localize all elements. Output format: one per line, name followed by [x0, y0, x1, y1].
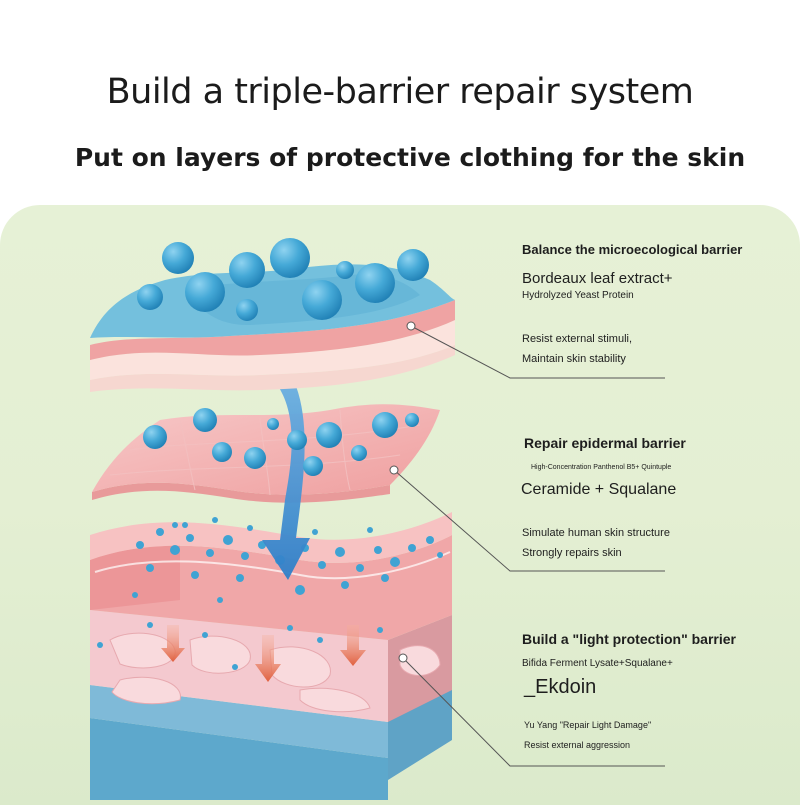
epidermal-bubbles: [143, 408, 419, 476]
barrier-1-desc-1: Resist external stimuli,: [522, 333, 633, 345]
skin-block-layer: [90, 512, 452, 800]
penetration-arrows: [161, 625, 366, 682]
microecological-layer: [90, 264, 455, 392]
barrier-2-ingredient: Ceramide + Squalane: [521, 481, 677, 498]
barrier-2-desc-2: Strongly repairs skin: [522, 547, 622, 559]
page-subtitle: Put on layers of protective clothing for…: [74, 143, 746, 172]
barrier-1-desc-2: Maintain skin stability: [522, 353, 626, 365]
barrier-2-desc-1: Simulate human skin structure: [522, 527, 670, 539]
barrier-2-ingredient-sub: High-Concentration Panthenol B5+ Quintup…: [531, 464, 672, 471]
callout-dots: [389, 321, 416, 663]
barrier-3-desc-1: Yu Yang "Repair Light Damage": [524, 720, 652, 730]
barrier-3-ingredient: _Ekdoin: [524, 676, 597, 698]
barrier-1-ingredient: Bordeaux leaf extract+: [522, 270, 673, 287]
barrier-1-ingredient-sub: Hydrolyzed Yeast Protein: [522, 290, 634, 301]
callout-lines: [393, 325, 665, 767]
microecological-bubbles: [137, 238, 429, 321]
barrier-3-desc-2: Resist external aggression: [524, 740, 631, 750]
barrier-2-heading: Repair epidermal barrier: [524, 435, 686, 451]
barrier-3-heading: Build a "light protection" barrier: [522, 631, 736, 647]
barrier-1-heading: Balance the microecological barrier: [522, 242, 743, 257]
page-title: Build a triple-barrier repair system: [106, 72, 694, 112]
barrier-3-ingredient-sub: Bifida Ferment Lysate+Squalane+: [522, 658, 673, 669]
